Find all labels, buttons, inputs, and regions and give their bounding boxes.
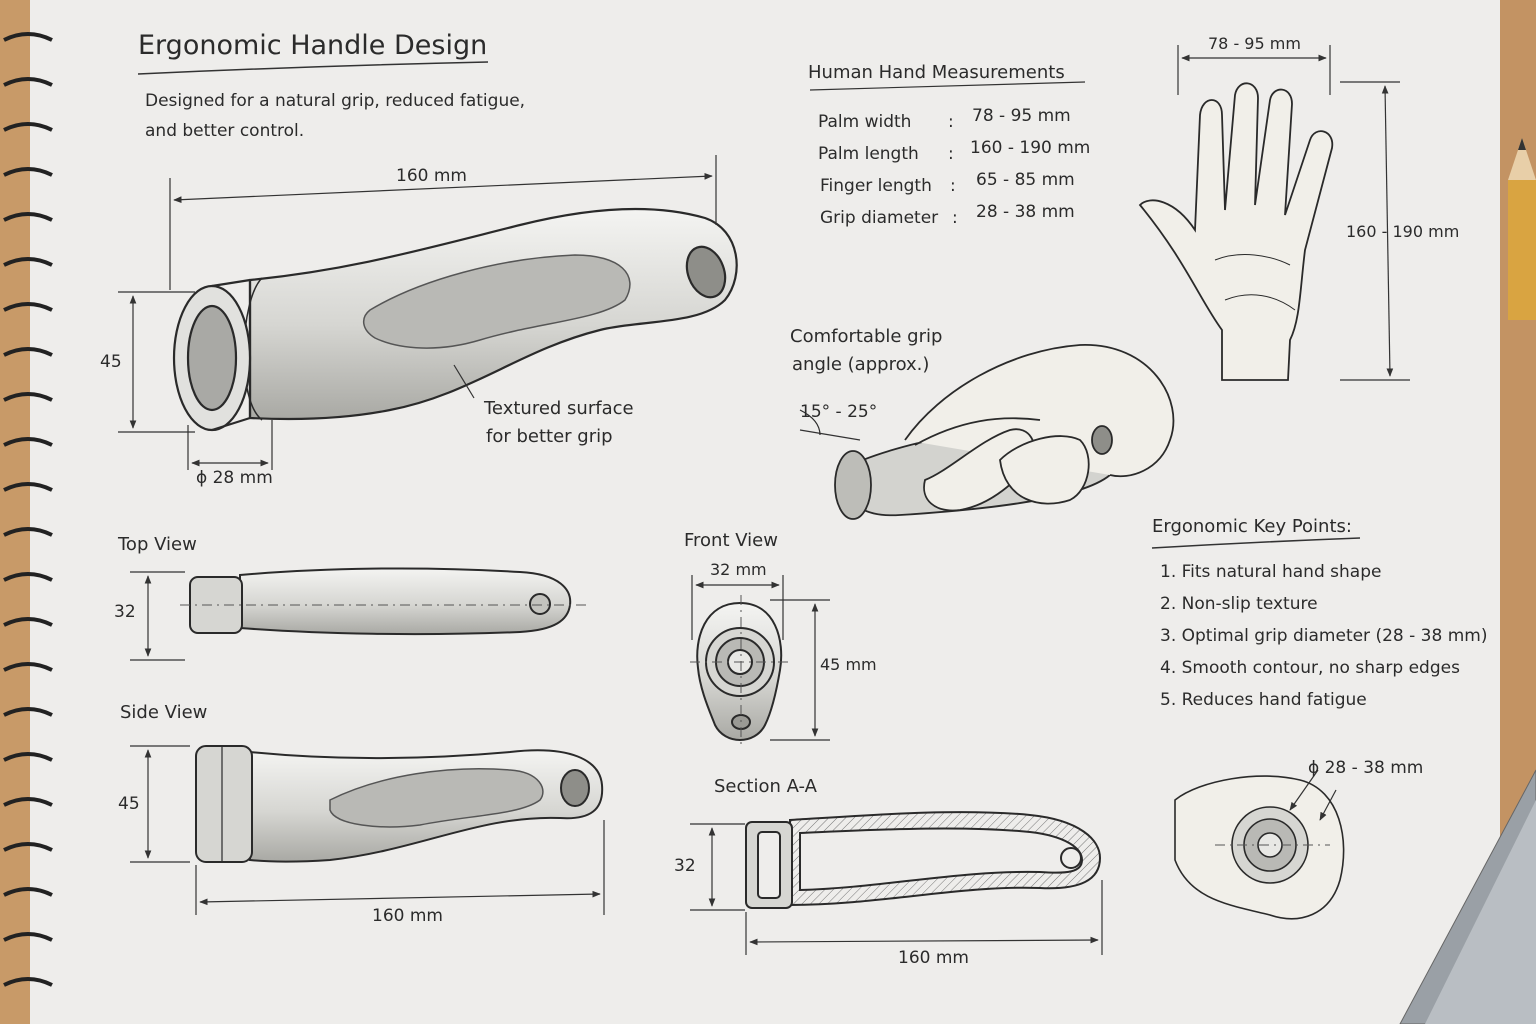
key-point-item: 3. Optimal grip diameter (28 - 38 mm) [1160, 626, 1488, 646]
hand-measurements-title: Human Hand Measurements [808, 62, 1065, 83]
measurement-name-palm-length: Palm length [818, 144, 919, 164]
main-dimensions [118, 155, 717, 470]
measurement-value-palm-width: 78 - 95 mm [972, 106, 1071, 126]
section-view-length-label: 160 mm [898, 948, 969, 968]
grip-diameter-detail [1174, 769, 1345, 920]
pencil [1508, 138, 1536, 320]
key-point-item: 4. Smooth contour, no sharp edges [1160, 658, 1460, 678]
hand-gripping-handle [799, 344, 1175, 520]
front-view-label: Front View [684, 530, 778, 551]
main-length-label: 160 mm [396, 166, 467, 186]
measurement-name-grip-diameter: Grip diameter [820, 208, 939, 228]
grip-diameter-detail-label: ϕ 28 - 38 mm [1308, 758, 1424, 778]
section-view-drawing [745, 811, 1102, 909]
hand-dimensions [1177, 45, 1410, 381]
front-view-width-label: 32 mm [710, 560, 767, 579]
measurement-value-grip-diameter: 28 - 38 mm [976, 202, 1075, 222]
measurement-value-finger-length: 65 - 85 mm [976, 170, 1075, 190]
top-view-height-label: 32 [114, 602, 136, 622]
side-view-label: Side View [120, 702, 208, 723]
side-view-drawing [195, 745, 604, 863]
page-title: Ergonomic Handle Design [138, 30, 488, 61]
side-view-dimensions [130, 745, 605, 915]
side-view-length-label: 160 mm [372, 906, 443, 926]
subtitle-line-1: Designed for a natural grip, reduced fat… [145, 91, 526, 111]
measurement-sep: : [948, 144, 954, 164]
top-view-drawing [180, 567, 590, 636]
ruler [1399, 769, 1536, 1024]
main-handle-drawing [172, 207, 738, 432]
front-view-dimensions [691, 575, 830, 741]
subtitle-line-2: and better control. [145, 121, 305, 141]
hand-width-label: 78 - 95 mm [1208, 34, 1301, 53]
front-view-drawing [690, 595, 792, 745]
measurement-value-palm-length: 160 - 190 mm [970, 138, 1091, 158]
key-points-title: Ergonomic Key Points: [1152, 516, 1352, 537]
side-view-height-label: 45 [118, 794, 140, 814]
measurement-sep: : [950, 176, 956, 196]
key-point-item: 2. Non-slip texture [1160, 594, 1318, 614]
measurement-sep: : [948, 112, 954, 132]
front-view-height-label: 45 mm [820, 655, 877, 674]
key-point-item: 5. Reduces hand fatigue [1160, 690, 1367, 710]
top-view-label: Top View [118, 534, 197, 555]
measurement-name-finger-length: Finger length [820, 176, 932, 196]
main-diameter-label: ϕ 28 mm [196, 468, 273, 488]
hand-outline-drawing [1138, 82, 1334, 381]
grip-angle-label-line-2: angle (approx.) [792, 354, 930, 375]
grip-angle-value: 15° - 25° [800, 402, 878, 422]
spiral-binding [3, 32, 53, 987]
top-view-dimensions [130, 571, 185, 661]
key-point-item: 1. Fits natural hand shape [1160, 562, 1382, 582]
section-view-height-label: 32 [674, 856, 696, 876]
hand-length-label: 160 - 190 mm [1346, 222, 1460, 241]
grip-angle-label-line-1: Comfortable grip [790, 326, 943, 347]
measurement-sep: : [952, 208, 958, 228]
section-view-label: Section A-A [714, 776, 817, 797]
measurement-name-palm-width: Palm width [818, 112, 912, 132]
main-height-label: 45 [100, 352, 122, 372]
section-view-dimensions [690, 823, 1103, 955]
texture-callout-line-1: Textured surface [484, 398, 634, 419]
texture-callout-line-2: for better grip [486, 426, 613, 447]
